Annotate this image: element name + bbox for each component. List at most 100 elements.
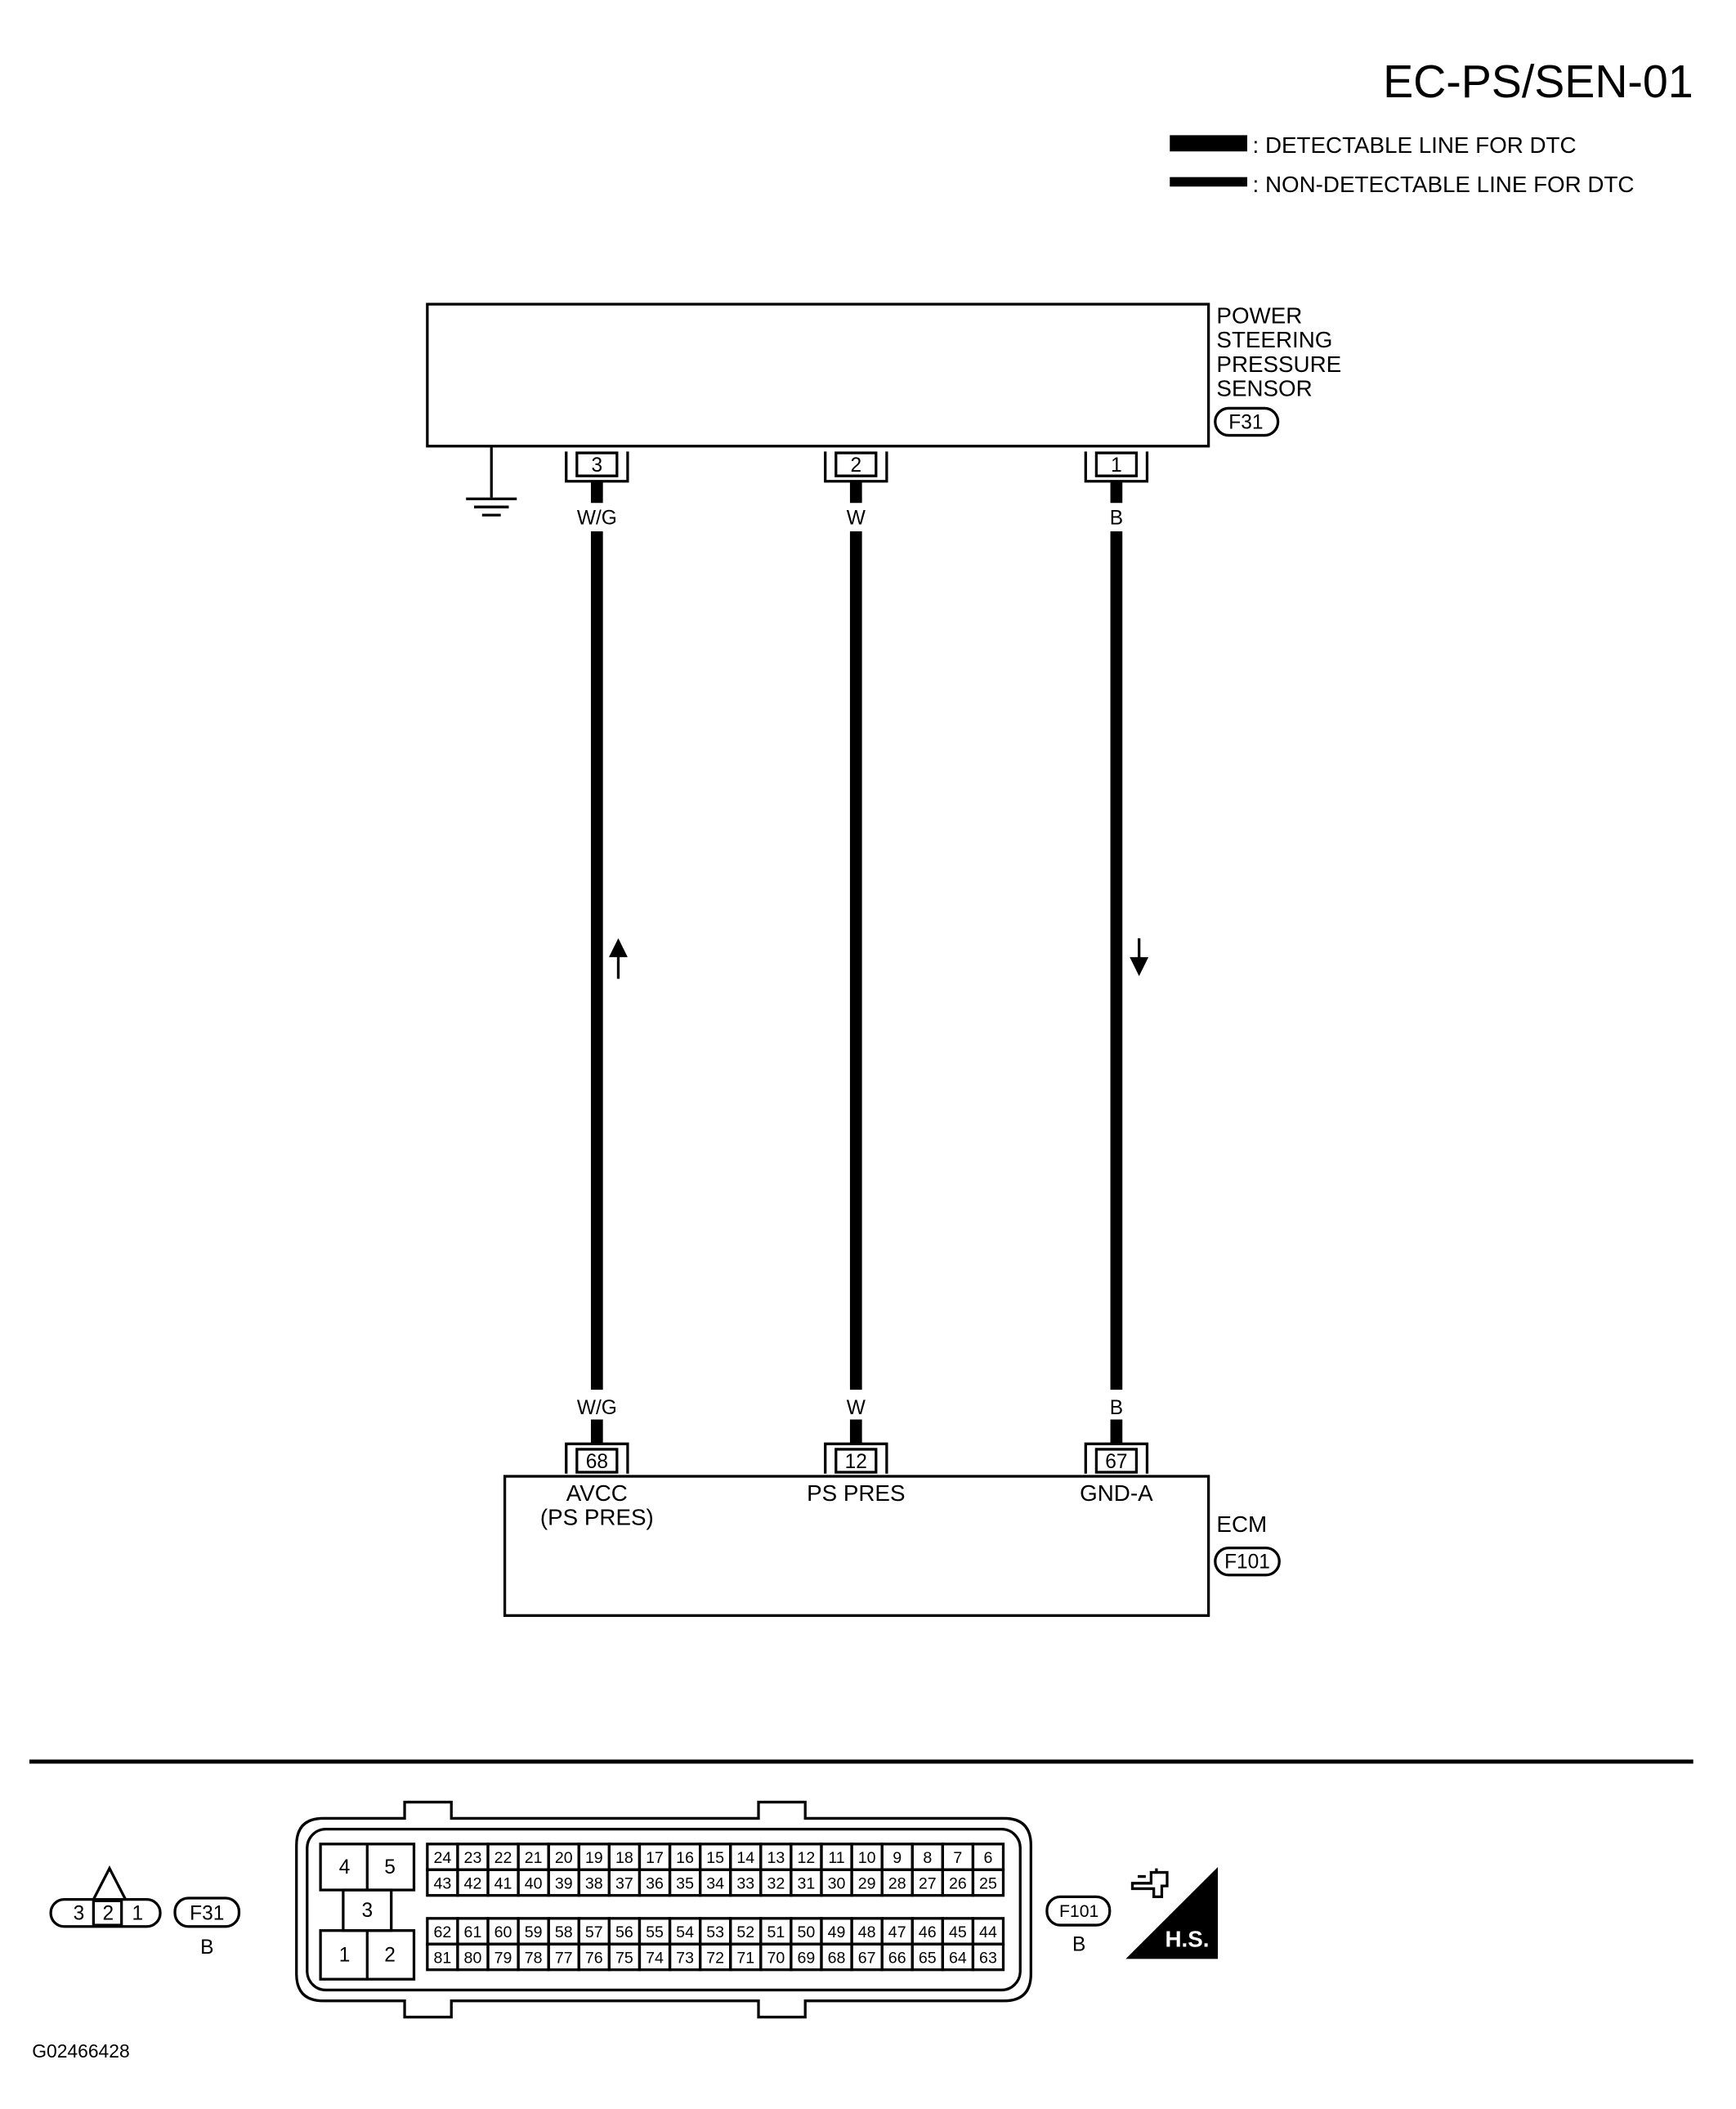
- f101-grid-pin-63: 63: [979, 1949, 997, 1967]
- page-title: EC-PS/SEN-01: [1383, 56, 1693, 107]
- f101-face-color: B: [1072, 1933, 1085, 1955]
- sensor-box: [426, 302, 1210, 448]
- f31-face-color: B: [200, 1937, 213, 1959]
- f101-grid-pin-17: 17: [646, 1849, 664, 1867]
- f101-grid-pin-37: 37: [615, 1874, 633, 1892]
- f101-grid-pin-54: 54: [676, 1923, 694, 1941]
- f101-grid-pin-7: 7: [953, 1849, 962, 1867]
- wire-color-top-b: B: [1110, 508, 1123, 530]
- ground-symbol-icon: [466, 446, 517, 517]
- f101-grid-pin-39: 39: [555, 1874, 573, 1892]
- f101-grid-pin-78: 78: [525, 1949, 543, 1967]
- sensor-name-line-2: STEERING: [1216, 327, 1332, 352]
- f101-grid-pin-32: 32: [767, 1874, 785, 1892]
- f31-face-pin: 2: [103, 1902, 114, 1924]
- f101-grid-pin-31: 31: [798, 1874, 816, 1892]
- f101-grid-pin-16: 16: [676, 1849, 694, 1867]
- f101-grid-pin-50: 50: [798, 1923, 816, 1941]
- f101-grid-pin-74: 74: [646, 1949, 664, 1967]
- f101-block-pin: 1: [339, 1945, 351, 1967]
- ecm-terminal-avcc: AVCC: [566, 1480, 628, 1506]
- f101-grid-pin-35: 35: [676, 1874, 694, 1892]
- legend-non-detectable-label: : NON-DETECTABLE LINE FOR DTC: [1253, 172, 1635, 197]
- f101-face-label: F101: [1059, 1901, 1098, 1921]
- ecm-name: ECM: [1216, 1511, 1267, 1537]
- ecm-pin-number: 12: [845, 1451, 867, 1473]
- f101-grid-pin-79: 79: [494, 1949, 512, 1967]
- f101-grid-pin-48: 48: [858, 1923, 876, 1941]
- f101-grid-pin-10: 10: [858, 1849, 876, 1867]
- f101-grid-pin-53: 53: [706, 1923, 724, 1941]
- f101-grid-pin-49: 49: [828, 1923, 846, 1941]
- legend-non-detectable-swatch: [1170, 177, 1248, 187]
- hs-badge-label: H.S.: [1165, 1926, 1209, 1951]
- f101-grid-pin-59: 59: [525, 1923, 543, 1941]
- f101-grid-pin-41: 41: [494, 1874, 512, 1892]
- f101-grid-pin-75: 75: [615, 1949, 633, 1967]
- sensor-name-line-1: POWER: [1216, 302, 1302, 328]
- ecm-connector-badge: [1214, 1547, 1281, 1577]
- f101-grid-pin-51: 51: [767, 1923, 785, 1941]
- f101-outer-shell: [295, 1800, 1032, 2019]
- f101-grid-pin-60: 60: [494, 1923, 512, 1941]
- f101-grid-pin-18: 18: [615, 1849, 633, 1867]
- f101-grid-pin-28: 28: [888, 1874, 906, 1892]
- f101-grid-pin-42: 42: [464, 1874, 482, 1892]
- f101-grid-pin-44: 44: [979, 1923, 997, 1941]
- sensor-pin-2: 2: [824, 451, 888, 483]
- f101-grid-pin-20: 20: [555, 1849, 573, 1867]
- f101-block-pin: 5: [384, 1856, 396, 1878]
- f101-grid-pin-25: 25: [979, 1874, 997, 1892]
- ecm-box: [503, 1475, 1210, 1617]
- f101-grid-pin-43: 43: [433, 1874, 451, 1892]
- f31-connector-view: 3 2 1 F31 B: [49, 1865, 241, 1959]
- f101-grid-pin-56: 56: [615, 1923, 633, 1941]
- f101-grid-pin-19: 19: [585, 1849, 603, 1867]
- f101-block-pin: 4: [339, 1856, 351, 1878]
- sensor-connector-label: F31: [1228, 411, 1263, 433]
- sensor-pin-number: 3: [592, 454, 603, 477]
- f101-grid-pin-45: 45: [949, 1923, 967, 1941]
- f31-face-pin: 3: [74, 1902, 85, 1924]
- f101-grid-pin-55: 55: [646, 1923, 664, 1941]
- ecm-pin-67: 67: [1084, 1442, 1149, 1474]
- f101-grid-pin-64: 64: [949, 1949, 967, 1967]
- f101-grid-pin-46: 46: [919, 1923, 937, 1941]
- f101-grid-pin-80: 80: [464, 1949, 482, 1967]
- f101-grid-pin-76: 76: [585, 1949, 603, 1967]
- f101-block-pin: 3: [361, 1900, 373, 1922]
- f101-grid-pin-73: 73: [676, 1949, 694, 1967]
- f101-grid-pin-6: 6: [984, 1849, 993, 1867]
- ecm-component: AVCC (PS PRES) PS PRES GND-A ECM F101: [503, 1475, 1281, 1617]
- hs-badge: H.S.: [1125, 1866, 1219, 1959]
- f101-grid-pin-58: 58: [555, 1923, 573, 1941]
- f101-grid-pin-22: 22: [494, 1849, 512, 1867]
- f101-grid-pin-70: 70: [767, 1949, 785, 1967]
- sensor-pin-1: 1: [1084, 451, 1149, 483]
- f101-grid-pin-27: 27: [919, 1874, 937, 1892]
- f101-grid-pin-40: 40: [525, 1874, 543, 1892]
- f101-grid-pin-67: 67: [858, 1949, 876, 1967]
- f101-grid-pin-12: 12: [798, 1849, 816, 1867]
- sensor-pin-number: 1: [1111, 454, 1122, 477]
- legend: : DETECTABLE LINE FOR DTC : NON-DETECTAB…: [1170, 132, 1634, 197]
- wire-color-bottom-w: W: [847, 1397, 866, 1419]
- f101-grid-pin-38: 38: [585, 1874, 603, 1892]
- f101-grid-pin-23: 23: [464, 1849, 482, 1867]
- ecm-pin-number: 68: [586, 1451, 608, 1473]
- f101-grid-pin-36: 36: [646, 1874, 664, 1892]
- sensor-component: POWER STEERING PRESSURE SENSOR F31: [426, 302, 1341, 517]
- f101-grid-pin-13: 13: [767, 1849, 785, 1867]
- arrow-up-icon: [609, 938, 628, 979]
- f101-grid-pin-52: 52: [736, 1923, 754, 1941]
- f101-grid-pin-61: 61: [464, 1923, 482, 1941]
- sensor-name-line-4: SENSOR: [1216, 375, 1312, 401]
- wire-color-bottom-b: B: [1110, 1397, 1123, 1419]
- f31-face-label: F31: [190, 1902, 224, 1924]
- f101-grid-cell: [971, 1942, 1005, 1972]
- f101-grid-pin-21: 21: [525, 1849, 543, 1867]
- sensor-pin-3: 3: [565, 451, 629, 483]
